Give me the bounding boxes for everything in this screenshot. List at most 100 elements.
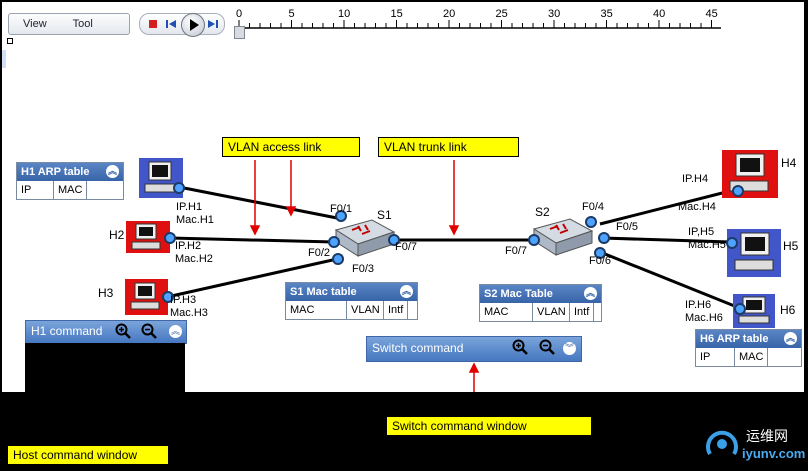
- watermark-logo: [706, 430, 738, 456]
- host-h4-computer-icon[interactable]: [722, 150, 778, 198]
- ruler-tick-label: 30: [548, 8, 561, 20]
- collapse-icon[interactable]: ︽: [400, 285, 413, 298]
- s2-name: S2: [535, 205, 550, 219]
- collapse-icon[interactable]: ︽: [584, 287, 597, 300]
- h1-arp-col-mac: MAC: [54, 181, 88, 199]
- ruler-tick-label: 0: [236, 8, 243, 20]
- s2-mac-col-vlan: VLAN: [533, 303, 570, 321]
- s2-port-f06-label: F0/6: [589, 255, 612, 267]
- watermark-url: iyunv.com: [742, 446, 806, 461]
- port-h4[interactable]: [732, 185, 744, 197]
- port-h2[interactable]: [164, 232, 176, 244]
- h1-command-title: H1 command: [31, 324, 103, 338]
- play-icon: [190, 19, 199, 31]
- ruler-tick-label: 15: [390, 8, 403, 20]
- zoom-in-icon[interactable]: [115, 323, 131, 339]
- s1-mac-col-mac: MAC: [286, 301, 347, 319]
- s2-mac-table-title: S2 Mac Table: [484, 288, 553, 300]
- rewind-icon[interactable]: [166, 19, 176, 29]
- timeline-ruler[interactable]: 0 5 10 15 20 25 30 35 40 45: [231, 8, 721, 39]
- port-h5[interactable]: [726, 237, 738, 249]
- zoom-out-icon[interactable]: [141, 323, 157, 339]
- s1-mac-col-vlan: VLAN: [347, 301, 384, 319]
- port-s2-f05[interactable]: [598, 232, 610, 244]
- switch-command-window[interactable]: Switch command ︾: [366, 336, 582, 362]
- collapse-icon[interactable]: ︽: [169, 325, 182, 338]
- s1-mac-col-intf: Intf: [384, 301, 409, 319]
- port-s2-f07[interactable]: [528, 234, 540, 246]
- h6-arp-col-ip: IP: [696, 348, 735, 366]
- host-command-window-callout: Host command window: [7, 445, 169, 465]
- links-layer: [166, 160, 739, 392]
- s1-name: S1: [377, 208, 392, 222]
- s1-port-f02-label: F0/2: [308, 247, 331, 259]
- host-h2-computer-icon[interactable]: [126, 221, 170, 253]
- collapse-icon[interactable]: ︽: [784, 332, 797, 345]
- zoom-out-icon[interactable]: [539, 339, 555, 355]
- left-scroll-edge[interactable]: [2, 50, 6, 68]
- ruler-ticks: [238, 20, 721, 29]
- play-button[interactable]: [181, 13, 205, 37]
- h4-mac: Mac.H4: [678, 201, 716, 213]
- menu-view[interactable]: View: [23, 18, 47, 30]
- ruler-tick-label: 20: [443, 8, 456, 20]
- watermark-text: 运维网: [746, 428, 788, 444]
- h6-arp-table-title: H6 ARP table: [700, 333, 769, 345]
- h1-arp-col-ip: IP: [17, 181, 54, 199]
- playback-controls: [139, 13, 225, 37]
- resize-handle[interactable]: [7, 38, 13, 44]
- h6-arp-col-mac: MAC: [735, 348, 769, 366]
- zoom-in-icon[interactable]: [512, 339, 528, 355]
- port-h6[interactable]: [734, 303, 746, 315]
- switch-s2-icon[interactable]: [530, 215, 596, 259]
- port-s2-f06[interactable]: [594, 247, 606, 259]
- s1-port-f01-label: F0/1: [330, 203, 353, 215]
- port-s1-f02[interactable]: [328, 236, 340, 248]
- collapse-icon[interactable]: ︽: [106, 165, 119, 178]
- port-s1-f01[interactable]: [335, 210, 347, 222]
- s2-port-f07-label: F0/7: [505, 245, 528, 257]
- h4-ip: IP.H4: [682, 173, 709, 185]
- s1-port-f07-label: F0/7: [395, 241, 418, 253]
- switch-command-title: Switch command: [372, 341, 464, 355]
- h4-name: H4: [781, 156, 797, 170]
- host-h5-computer-icon[interactable]: [727, 229, 781, 277]
- ruler-tick-label: 35: [600, 8, 613, 20]
- timeline-slider[interactable]: [234, 26, 245, 39]
- menu-bar: View Tool: [8, 13, 130, 35]
- ruler-tick-label: 5: [288, 8, 295, 20]
- h1-command-console[interactable]: [25, 343, 185, 393]
- h6-name: H6: [780, 303, 796, 317]
- ruler-tick-label: 40: [653, 8, 666, 20]
- s2-port-f04-label: F0/4: [582, 201, 605, 213]
- h3-name: H3: [98, 286, 114, 300]
- port-h3[interactable]: [162, 291, 174, 303]
- stop-button[interactable]: [149, 20, 157, 28]
- forward-icon[interactable]: [208, 19, 218, 29]
- ruler-tick-label: 25: [495, 8, 508, 20]
- ruler-tick-label: 45: [705, 8, 718, 20]
- port-s1-f03[interactable]: [332, 253, 344, 265]
- port-h1[interactable]: [173, 182, 185, 194]
- vlan-access-link-callout: VLAN access link: [222, 137, 360, 157]
- ruler-tick-label: 10: [338, 8, 351, 20]
- host-h3-computer-icon[interactable]: [125, 279, 168, 315]
- port-s2-f04[interactable]: [585, 216, 597, 228]
- h1-arp-table-title: H1 ARP table: [21, 166, 90, 178]
- h1-command-window-header[interactable]: H1 command ︽: [25, 320, 187, 344]
- port-s1-f07[interactable]: [388, 234, 400, 246]
- expand-icon[interactable]: ︾: [563, 342, 576, 355]
- s2-mac-col-mac: MAC: [480, 303, 533, 321]
- s1-mac-table-title: S1 Mac table: [290, 286, 357, 298]
- menu-tool[interactable]: Tool: [72, 18, 93, 30]
- s2-mac-col-intf: Intf: [570, 303, 595, 321]
